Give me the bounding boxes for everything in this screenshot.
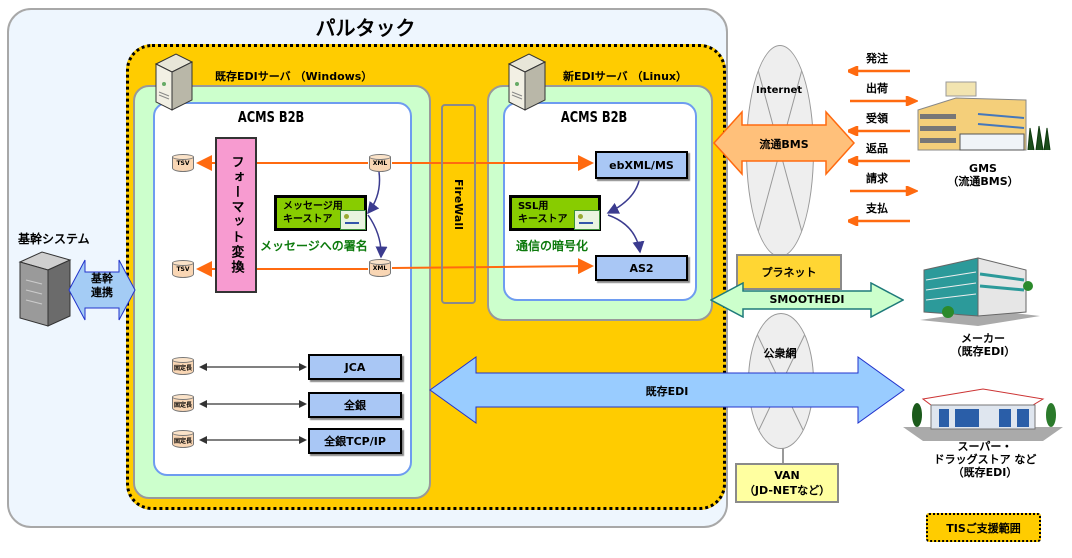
core-system-server-icon — [18, 251, 72, 327]
ssl-certificate-icon — [574, 210, 600, 230]
encryption-caption: 通信の暗号化 — [516, 239, 589, 253]
maker-building-icon — [920, 257, 1040, 326]
link-ssl-as2 — [607, 214, 645, 254]
supermarket-icon — [903, 388, 1063, 441]
protocol-ebxml-ms: ebXML/MS — [595, 151, 688, 179]
message-label: 出荷 — [866, 82, 888, 95]
linux-server-icon — [507, 53, 547, 111]
link-keystore-xml-2 — [367, 214, 388, 259]
message-arrow-left — [848, 156, 910, 166]
message-arrow-left — [848, 126, 910, 136]
existing-server-label: 既存EDIサーバ （Windows） — [215, 70, 373, 83]
smoothedi-label: SMOOTHEDI — [769, 293, 845, 306]
gms-store-icon — [917, 81, 1051, 151]
windows-server-icon — [154, 53, 194, 111]
message-label: 請求 — [866, 172, 888, 185]
tsv-file-2: TSV — [172, 260, 194, 278]
existing-acms-title: ACMS B2B — [237, 108, 305, 126]
message-label: 支払 — [866, 202, 888, 215]
core-system-label: 基幹システム — [18, 232, 90, 246]
supermarket-label: スーパー・ドラッグストア など（既存EDI） — [933, 440, 1037, 479]
flow-xml-to-as2 — [391, 258, 594, 275]
protocol-as2: AS2 — [595, 255, 688, 281]
new-acms-title: ACMS B2B — [560, 108, 628, 126]
planet-network: プラネット — [736, 254, 842, 290]
van-network: VAN（JD-NETなど） — [735, 463, 839, 503]
smoothedi-arrow — [710, 282, 904, 318]
internet-label: Internet — [755, 85, 802, 96]
tsv-file-1: TSV — [172, 154, 194, 172]
message-signing-caption: メッセージへの署名 — [260, 239, 368, 253]
gms-label: GMS（流通BMS） — [947, 162, 1019, 188]
xml-file-1: XML — [369, 154, 391, 172]
protocol-jca: JCA — [308, 354, 402, 380]
paltac-title: パルタック — [315, 16, 416, 40]
message-label: 受領 — [866, 112, 888, 125]
message-arrow-left — [848, 66, 910, 76]
link-keystore-xml-1 — [367, 171, 381, 215]
fixed-length-file-1: 固定長 — [172, 357, 194, 375]
protocol-zengin: 全銀 — [308, 392, 402, 418]
existing-edi-label: 既存EDI — [645, 385, 689, 398]
message-arrow-right — [850, 186, 918, 196]
fixed-length-file-2: 固定長 — [172, 394, 194, 412]
message-arrow-left — [848, 216, 910, 226]
message-label: 発注 — [866, 52, 888, 65]
xml-file-2: XML — [369, 259, 391, 277]
new-server-label: 新EDIサーバ （Linux） — [563, 70, 687, 83]
certificate-icon — [340, 210, 366, 230]
protocol-zengin-tcpip: 全銀TCP/IP — [308, 428, 402, 454]
message-label: 返品 — [866, 142, 888, 155]
firewall-label: FireWall — [452, 178, 465, 230]
ryutsu-bms-arrow — [712, 110, 856, 176]
existing-edi-arrow — [429, 356, 905, 424]
firewall-frame — [441, 104, 476, 304]
link-ssl-ebxml — [606, 174, 641, 214]
format-conversion-box: フォーマット変換 — [215, 137, 257, 293]
fixed-length-file-3: 固定長 — [172, 430, 194, 448]
core-link-arrow — [68, 259, 136, 321]
message-arrow-right — [850, 96, 918, 106]
core-link-label: 基幹連携 — [91, 272, 113, 299]
tis-support-legend: TISご支援範囲 — [926, 513, 1041, 542]
public-network-label: 公衆網 — [763, 347, 797, 360]
maker-label: メーカー（既存EDI） — [950, 332, 1016, 358]
ryutsu-bms-label: 流通BMS — [759, 138, 809, 151]
